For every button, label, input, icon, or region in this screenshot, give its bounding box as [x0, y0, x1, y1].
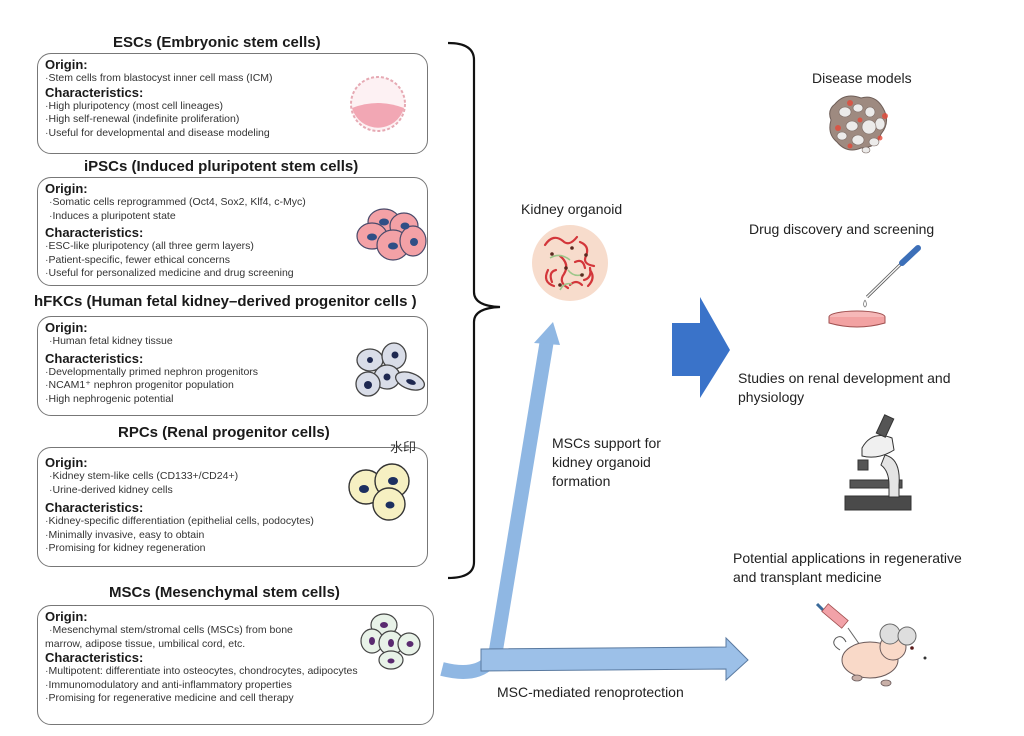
label-line: formation — [552, 473, 611, 489]
origin-item-continued: marrow, adipose tissue, umbilical cord, … — [45, 637, 246, 650]
label-line: Studies on renal development and — [738, 370, 951, 386]
characteristic-item: High pluripotency (most cell lineages) — [45, 100, 419, 114]
origin-item: Mesenchymal stem/stromal cells (MSCs) fr… — [45, 624, 425, 638]
characteristic-item: NCAM1⁺ nephron progenitor population — [45, 379, 419, 393]
characteristic-item: Kidney-specific differentiation (epithel… — [45, 515, 419, 529]
section-title-rpcs: RPCs (Renal progenitor cells) — [118, 424, 330, 441]
main-application-arrow — [672, 297, 730, 398]
esc-info-box: Origin: Stem cells from blastocyst inner… — [37, 53, 428, 154]
msc-info-box: Origin: Mesenchymal stem/stromal cells (… — [37, 605, 434, 725]
section-title-hfkcs: hFKCs (Human fetal kidney–derived progen… — [34, 293, 417, 310]
origin-item: Induces a pluripotent state — [45, 210, 419, 224]
characteristics-heading: Characteristics: — [45, 500, 144, 515]
pipette-dish-icon — [828, 245, 921, 328]
characteristics-heading: Characteristics: — [45, 350, 144, 366]
section-title-ipscs: iPSCs (Induced pluripotent stem cells) — [84, 158, 359, 175]
characteristic-item: Minimally invasive, easy to obtain — [45, 529, 419, 543]
kidney-organoid-label: Kidney organoid — [521, 201, 623, 217]
characteristic-item: Useful for developmental and disease mod… — [45, 127, 419, 141]
origin-heading: Origin: — [45, 320, 88, 335]
pink-cells-icon — [356, 208, 427, 261]
curly-brace — [447, 41, 501, 580]
kidney-organoid-icon — [532, 225, 608, 301]
origin-heading: Origin: — [45, 57, 88, 72]
characteristic-item: Patient-specific, fewer ethical concerns — [45, 254, 419, 268]
msc-support-label: MSCs support for kidney organoid formati… — [552, 434, 661, 491]
mesenchymal-cells-icon — [360, 613, 421, 670]
watermark-text: 水印 — [390, 441, 417, 456]
origin-item: Human fetal kidney tissue — [45, 335, 419, 349]
characteristic-item: High nephrogenic potential — [45, 393, 419, 407]
origin-item: Urine-derived kidney cells — [45, 484, 419, 498]
yellow-cells-icon — [348, 463, 410, 521]
section-title-escs: ESCs (Embryonic stem cells) — [113, 34, 321, 51]
characteristic-item: Useful for personalized medicine and dru… — [45, 267, 419, 281]
msc-support-arrow — [440, 322, 560, 679]
disease-model-icon — [829, 95, 888, 154]
characteristics-heading: Characteristics: — [45, 84, 144, 100]
origin-item: Stem cells from blastocyst inner cell ma… — [45, 72, 419, 86]
label-line: physiology — [738, 389, 805, 405]
characteristic-item: Immunomodulatory and anti-inflammatory p… — [45, 679, 425, 693]
origin-heading: Origin: — [45, 181, 88, 196]
label-line: MSCs support for — [552, 435, 661, 451]
characteristic-item: Multipotent: differentiate into osteocyt… — [45, 665, 425, 679]
origin-item: Somatic cells reprogrammed (Oct4, Sox2, … — [45, 196, 419, 210]
characteristic-item: Promising for kidney regeneration — [45, 542, 419, 556]
application-drug-discovery: Drug discovery and screening — [749, 221, 935, 237]
renoprotection-label: MSC-mediated renoprotection — [497, 684, 684, 700]
application-regenerative-medicine: Potential applications in regenerative a… — [733, 549, 962, 587]
characteristics-heading: Characteristics: — [45, 225, 144, 240]
mouse-syringe-icon — [815, 602, 927, 687]
microscope-icon — [844, 414, 912, 511]
characteristic-item: ESC-like pluripotency (all three germ la… — [45, 240, 419, 254]
section-title-mscs: MSCs (Mesenchymal stem cells) — [109, 584, 340, 601]
label-line: kidney organoid — [552, 454, 651, 470]
characteristic-item: Developmentally primed nephron progenito… — [45, 366, 419, 380]
blastocyst-icon — [350, 76, 406, 132]
origin-item: Kidney stem-like cells (CD133+/CD24+) — [45, 470, 419, 484]
label-line: and transplant medicine — [733, 569, 882, 585]
characteristics-heading: Characteristics: — [45, 650, 144, 665]
label-line: Potential applications in regenerative — [733, 550, 962, 566]
origin-heading: Origin: — [45, 609, 88, 624]
characteristic-item: High self-renewal (indefinite proliferat… — [45, 113, 419, 127]
characteristic-item: Promising for regenerative medicine and … — [45, 692, 425, 706]
progenitor-cells-icon — [355, 342, 426, 397]
renoprotection-arrow — [480, 636, 749, 682]
application-renal-studies: Studies on renal development and physiol… — [738, 369, 950, 407]
rpc-info-box: Origin: Kidney stem-like cells (CD133+/C… — [37, 447, 428, 567]
origin-heading: Origin: — [45, 455, 88, 470]
application-disease-models: Disease models — [812, 70, 912, 86]
